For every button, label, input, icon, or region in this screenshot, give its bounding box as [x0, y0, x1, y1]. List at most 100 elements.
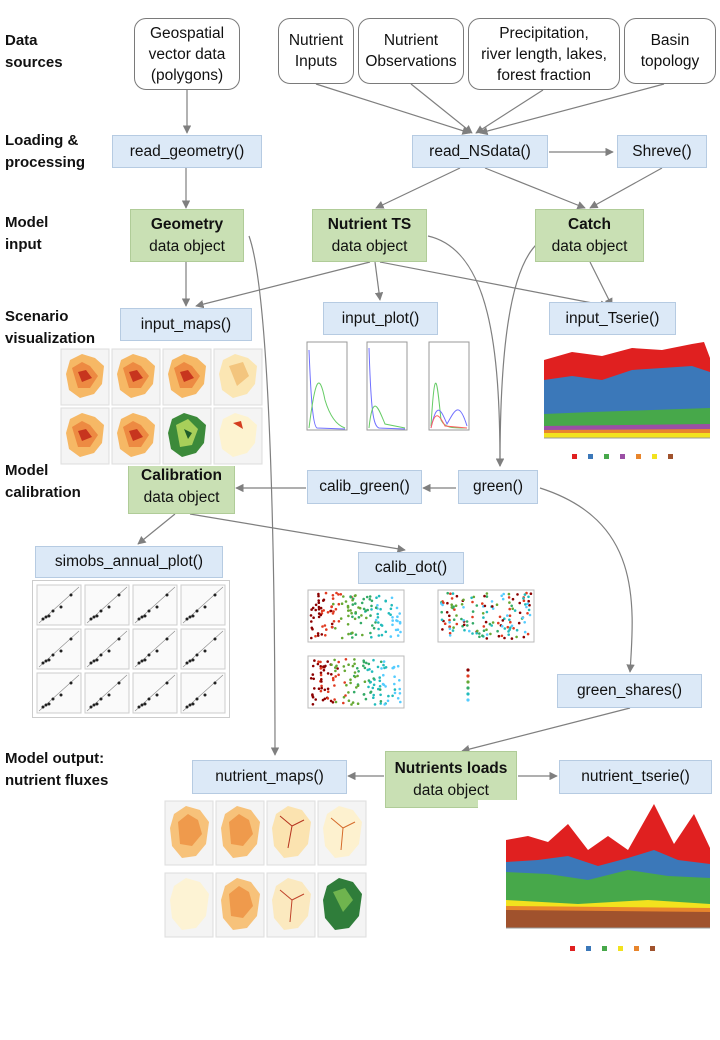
calib-dot-point	[507, 592, 511, 596]
obj-nutrient-ts-sub: data object	[331, 237, 408, 255]
calib-dot-point	[522, 597, 525, 600]
calib-dot-point	[497, 621, 500, 625]
calib-dot-point	[389, 613, 392, 616]
calib-dot-point	[340, 636, 344, 640]
calib-dot-point	[313, 659, 316, 662]
calib-dot-point	[322, 609, 325, 612]
obj-geometry-sub: data object	[149, 237, 225, 255]
calib-dot-point	[528, 603, 531, 607]
calib-dot-point	[441, 603, 444, 607]
calib-dot-point	[382, 660, 386, 663]
calib-dot-point	[454, 604, 458, 607]
calib-dot-point	[399, 630, 402, 634]
arrow-shreve-to-catch	[589, 167, 663, 209]
calib-dot-point	[449, 592, 452, 595]
calib-dot-point	[362, 597, 365, 601]
calib-dot-point	[393, 688, 397, 691]
calib-dot-point	[363, 666, 367, 670]
nutrient-tserie-area	[506, 804, 710, 951]
calib-dot-point	[485, 610, 489, 614]
calib-dot-point	[527, 599, 530, 603]
calib-dot-point	[381, 682, 385, 686]
calib-dot-point	[326, 697, 330, 700]
calib-dot-point	[379, 623, 383, 627]
calib-dot-point	[396, 697, 400, 700]
calib-dot-point	[347, 663, 350, 666]
calib-dot-point	[344, 600, 348, 603]
calib-dot-point	[316, 662, 320, 666]
calib-dot-point	[334, 607, 338, 611]
calib-dot-point	[330, 605, 333, 609]
calib-dot-point	[376, 604, 379, 607]
calib-dot-point	[475, 631, 478, 635]
thumbnail-nutrient-maps	[164, 800, 370, 940]
calib-dot-point	[319, 673, 323, 677]
calib-dot-point	[440, 610, 443, 614]
calib-dot-point	[314, 634, 317, 638]
fn-green-shares: green_shares()	[557, 674, 702, 708]
calib-dot-point	[510, 604, 513, 608]
calib-dot-point	[395, 619, 398, 622]
calib-dot-point	[482, 629, 486, 632]
obj-calibration-sub: data object	[143, 489, 220, 506]
calib-dot-point	[524, 603, 527, 606]
calib-dot-point	[483, 604, 487, 608]
calib-dot-point	[309, 677, 313, 680]
arrow-geometry-to-nutrient-maps	[248, 235, 280, 756]
calib-dot-point	[346, 623, 350, 626]
calib-dot-point	[508, 607, 511, 611]
arrow-basin-to-read-nsdata	[479, 83, 665, 136]
calib-dot-point	[351, 598, 354, 602]
arrow-catch-to-input-tserie	[589, 261, 613, 307]
calib-dot-point	[371, 686, 375, 690]
calib-dot-point	[342, 595, 345, 598]
thumbnail-input-tserie	[532, 338, 718, 468]
calib-dot-point	[377, 621, 380, 624]
calib-dot-point	[528, 613, 532, 617]
calib-dot-point	[337, 593, 340, 596]
calib-dot-point	[310, 636, 313, 640]
calib-dot-point	[384, 685, 387, 688]
calib-dot-point	[448, 625, 452, 628]
calib-dot-point	[513, 609, 517, 612]
calib-dot-point	[448, 621, 451, 624]
calib-dot-point	[331, 594, 335, 597]
calib-dot-point	[503, 636, 506, 640]
calib-dot-point	[485, 633, 489, 636]
calib-dot-point	[382, 673, 385, 677]
calib-dot-point	[326, 672, 330, 675]
calib-dot-point	[354, 602, 357, 605]
calib-dot-point	[491, 607, 495, 610]
calib-dot-point	[517, 621, 521, 625]
calib-dot-point	[334, 627, 337, 630]
calib-dot-point	[448, 634, 452, 637]
source-basin-topology: Basin topology	[624, 18, 716, 84]
calib-dot-point	[330, 622, 334, 626]
calib-dot-point	[372, 626, 376, 630]
calib-dot-point	[508, 601, 511, 604]
obj-catch: Catch data object	[535, 209, 644, 262]
calib-dot-point	[319, 671, 323, 675]
calib-dot-point	[362, 664, 365, 668]
calib-dot-point	[471, 600, 474, 604]
obj-loads-title: Nutrients loads	[394, 759, 508, 777]
calib-dot-point	[360, 614, 363, 617]
calib-dot-point	[320, 680, 323, 683]
calib-dot-point	[466, 624, 469, 627]
calib-dot-point	[392, 665, 396, 669]
stage-loading: Loading & processing	[5, 132, 86, 171]
calib-dot-point	[351, 701, 355, 704]
calib-dot-point	[471, 615, 474, 619]
calib-dot-point	[363, 680, 367, 683]
calib-dot-panels	[307, 589, 535, 709]
calib-dot-point	[372, 658, 375, 662]
calib-dot-point	[500, 594, 503, 598]
calib-dot-point	[319, 667, 323, 670]
obj-nutrients-loads: Nutrients loads data object	[385, 751, 517, 808]
calib-dot-point	[356, 667, 359, 670]
calib-dot-point	[351, 664, 355, 668]
calib-dot-point	[497, 634, 501, 638]
calib-dot-point	[398, 612, 401, 615]
calib-dot-point	[357, 670, 360, 673]
calib-dot-point	[391, 616, 394, 619]
